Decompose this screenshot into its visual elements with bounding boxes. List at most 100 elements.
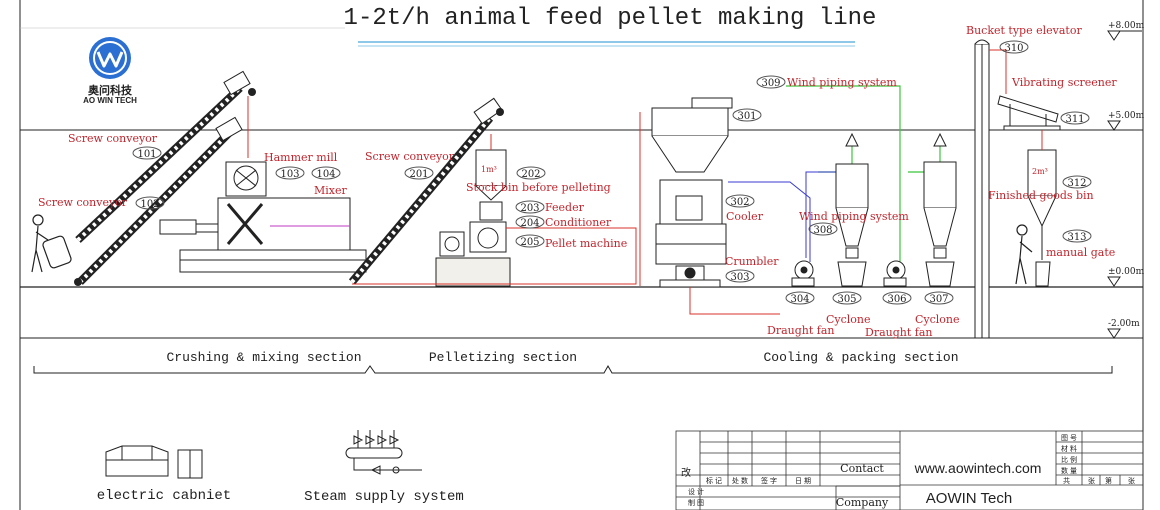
label-313: 313 manual gate [1046, 229, 1115, 259]
screw-conveyor-102 [75, 70, 256, 243]
svg-text:Vibrating screener: Vibrating screener [1011, 76, 1117, 89]
title-block-header-cell-4: 日 期 [795, 477, 811, 485]
svg-text:manual gate: manual gate [1046, 246, 1115, 259]
section-pelletizing: Pelletizing section [429, 350, 577, 365]
label-303: Crumbler 303 [725, 255, 779, 283]
draught-fan-304 [791, 260, 815, 287]
svg-text:Pellet machine: Pellet machine [545, 237, 627, 250]
label-205: 205 Pellet machine [515, 234, 627, 250]
label-306: 306 Draught fan [865, 291, 932, 339]
cyclone-305 [835, 132, 869, 287]
svg-text:313: 313 [1067, 232, 1086, 243]
svg-text:308: 308 [813, 225, 832, 236]
finished-goods-bin-312 [1027, 130, 1057, 228]
title-block-right-cell-4: 数 量 [1061, 466, 1077, 475]
label-310: Bucket type elevator 310 [966, 24, 1082, 54]
title-block-sheet-cell-4: 张 [1128, 476, 1135, 485]
svg-text:Screw conveyor: Screw conveyor [365, 150, 455, 163]
screw-conveyor-101 [74, 116, 243, 286]
title-block-company-label: Company [836, 496, 889, 509]
title-block-sheet-cell-1: 共 [1063, 476, 1070, 485]
svg-text:201: 201 [409, 169, 428, 180]
title-block-header-cell-1: 标 记 [706, 476, 722, 485]
label-101: Screw conveyor 101 [68, 132, 162, 160]
bucket-elevator-310 [974, 39, 990, 339]
wind-piping-308 [818, 140, 941, 173]
svg-text:+5.00m: +5.00m [1108, 111, 1145, 121]
hammer-mill-103 [159, 161, 267, 235]
svg-text:Mixer: Mixer [314, 184, 347, 197]
svg-text:Cooler: Cooler [726, 210, 764, 223]
svg-text:202: 202 [521, 169, 540, 180]
label-301: 301 [732, 108, 762, 122]
level-marker-0m: ±0.00m [1107, 267, 1145, 287]
cooler-302 [651, 97, 733, 265]
cooler-exhaust-pipe [728, 181, 811, 262]
electric-cabinet-icon [105, 445, 203, 479]
svg-text:205: 205 [520, 237, 539, 248]
svg-text:306: 306 [887, 294, 906, 305]
svg-text:Cyclone: Cyclone [915, 313, 960, 326]
svg-text:203: 203 [520, 203, 539, 214]
svg-text:Finished goods bin: Finished goods bin [988, 189, 1094, 202]
label-305: 305 Cyclone [826, 291, 871, 326]
svg-text:Screw conveyor: Screw conveyor [38, 196, 128, 209]
svg-text:307: 307 [929, 294, 948, 305]
mixer-104 [179, 197, 367, 273]
worker-figure-left [31, 214, 72, 273]
section-cooling: Cooling & packing section [763, 350, 958, 365]
label-312: 312 Finished goods bin [988, 175, 1094, 202]
title-block-sheet-cell-2: 张 [1088, 476, 1095, 485]
crumbler-303 [659, 265, 721, 288]
title-block-design: 设 计 [688, 487, 704, 496]
stock-bin-volume: 1m³ [481, 165, 497, 174]
elevator-discharge-pipe [989, 49, 1007, 94]
label-304: 304 Draught fan [767, 291, 834, 337]
svg-text:Cyclone: Cyclone [826, 313, 871, 326]
cyclone-307 [923, 132, 957, 287]
label-309: 309 Wind piping system [756, 75, 897, 89]
label-204: 204 Conditioner [515, 215, 612, 229]
label-201: Screw conveyor 201 [365, 150, 455, 180]
finished-bin-volume: 2m³ [1032, 167, 1048, 176]
label-203: 203 Feeder [515, 200, 585, 214]
svg-text:310: 310 [1004, 43, 1023, 54]
svg-text:Wind piping system: Wind piping system [787, 76, 897, 89]
title-block-draw: 制 图 [688, 498, 704, 507]
svg-text:-2.00m: -2.00m [1108, 319, 1140, 329]
title-block-right-cell-2: 材 料 [1061, 444, 1077, 453]
title-block-right-cell-3: 比 例 [1061, 455, 1077, 464]
label-102: Screw conveyor 102 [38, 196, 165, 210]
svg-text:Bucket type elevator: Bucket type elevator [966, 24, 1082, 37]
legend-electric-cabinet: electric cabniet [97, 488, 231, 504]
level-marker-8m: +8.00m [1107, 21, 1145, 41]
cyclone-outlet-pipe-1 [805, 171, 836, 258]
label-202: 202 Stock bin before pelleting [466, 166, 611, 194]
svg-text:Draught fan: Draught fan [865, 326, 932, 339]
worker-figure-right [1015, 224, 1033, 285]
svg-text:Screw conveyor: Screw conveyor [68, 132, 158, 145]
svg-text:312: 312 [1067, 178, 1086, 189]
drawing-frame [19, 0, 1144, 510]
title-block-revision-mark: 改 [681, 466, 691, 479]
cooler-air-pipe [639, 112, 780, 315]
svg-text:102: 102 [140, 199, 159, 210]
section-crushing: Crushing & mixing section [33, 350, 1113, 374]
title-block-contact-label: Contact [840, 462, 884, 475]
svg-text:204: 204 [520, 218, 539, 229]
label-104: 104 Mixer [311, 166, 347, 197]
stock-bin-202 [475, 149, 507, 201]
steam-supply-icon [345, 430, 422, 475]
svg-text:301: 301 [737, 111, 756, 122]
svg-text:Wind piping system: Wind piping system [799, 210, 909, 223]
svg-text:101: 101 [137, 149, 156, 160]
svg-text:311: 311 [1065, 114, 1084, 125]
title-block-contact-value: www.aowintech.com [914, 460, 1042, 476]
svg-text:302: 302 [730, 197, 749, 208]
svg-text:103: 103 [280, 169, 299, 180]
steam-pipe-pelletizer [352, 227, 637, 285]
label-103: Hammer mill 103 [264, 151, 338, 180]
svg-text:Crushing & mixing section: Crushing & mixing section [166, 350, 361, 365]
